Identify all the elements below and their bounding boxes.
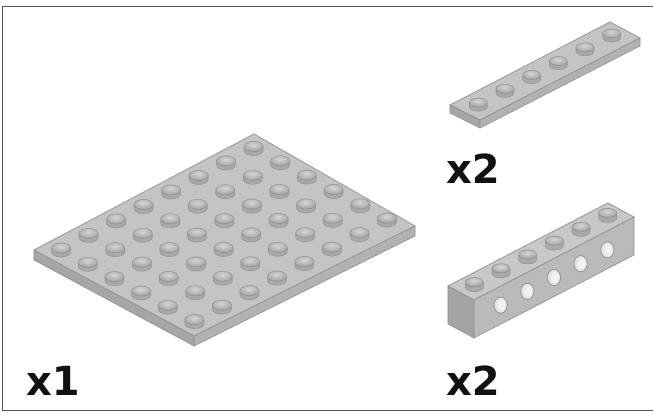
stud (545, 235, 564, 251)
plate-6x8-icon (32, 133, 417, 347)
stud (215, 184, 236, 200)
stud (184, 314, 205, 329)
stud (216, 155, 236, 171)
stud (159, 242, 180, 257)
stud (132, 227, 153, 243)
technic-hole-inner (604, 244, 613, 256)
stud (269, 184, 290, 199)
stud (131, 285, 151, 301)
technic-hole-inner (497, 299, 506, 311)
quantity-label-technic-brick-1x6: x2 (446, 359, 500, 405)
stud (212, 299, 232, 315)
stud (212, 270, 233, 286)
stud (242, 169, 263, 185)
stud (518, 249, 537, 265)
stud (239, 285, 260, 300)
stud (104, 271, 125, 286)
stud (549, 56, 568, 70)
stud (187, 227, 207, 243)
stud (242, 198, 262, 214)
stud (491, 263, 511, 279)
technic-hole-inner (524, 285, 533, 297)
stud (157, 299, 178, 315)
stud (188, 170, 209, 185)
stud (602, 28, 621, 43)
stud (294, 256, 315, 271)
stud (323, 184, 344, 199)
quantity-label-plate-1x6: x2 (446, 147, 500, 193)
stud (240, 256, 261, 272)
stud (322, 241, 342, 257)
stud (241, 227, 261, 243)
stud (186, 256, 206, 272)
plate-1x6-icon (448, 21, 642, 129)
stud (106, 213, 126, 229)
stud (185, 285, 206, 301)
stud (160, 213, 181, 229)
stud (213, 242, 234, 257)
stud (243, 141, 264, 156)
stud (132, 256, 152, 272)
stud (322, 212, 343, 228)
stud (295, 227, 316, 243)
stud (51, 242, 71, 258)
stud (214, 213, 235, 228)
stud (105, 242, 126, 258)
stud (571, 221, 591, 237)
stud (77, 256, 98, 272)
technic-brick-1x6-icon (446, 202, 636, 339)
stud (297, 169, 317, 185)
stud (133, 199, 154, 214)
stud (158, 271, 179, 286)
stud (78, 228, 99, 243)
quantity-label-plate-6x8: x1 (26, 359, 80, 405)
stud (296, 198, 316, 214)
stud (161, 184, 181, 200)
stud (267, 241, 288, 257)
stud (495, 83, 515, 98)
technic-hole-inner (551, 272, 559, 283)
stud (187, 198, 208, 214)
stud (522, 70, 541, 84)
stud (598, 208, 617, 223)
stud (349, 227, 370, 242)
stud (268, 213, 289, 228)
stud (377, 212, 397, 228)
technic-hole-inner (577, 258, 586, 270)
stud (270, 155, 291, 171)
stud (465, 277, 484, 292)
stud (469, 97, 488, 112)
stud (350, 198, 371, 214)
stud (575, 42, 595, 57)
stud (267, 270, 287, 286)
